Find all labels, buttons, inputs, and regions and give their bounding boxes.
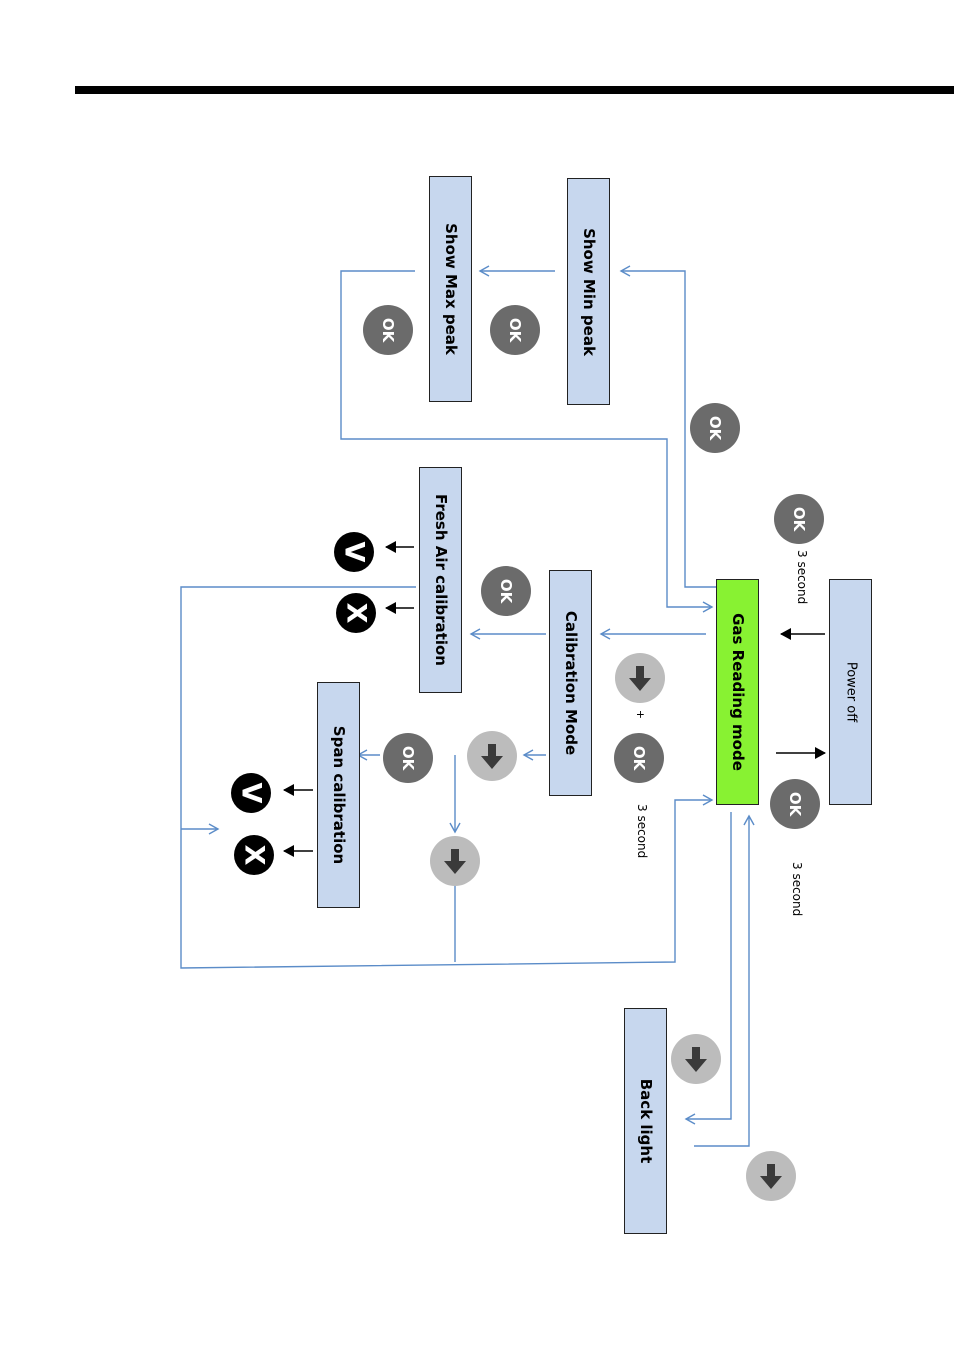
- node-label: Calibration Mode: [562, 611, 580, 755]
- note-hold-power-off: 3 second: [790, 862, 804, 916]
- node-back-light: Back light: [624, 1008, 667, 1234]
- down-arrow-icon: [467, 731, 517, 781]
- cross-x-icon: X: [234, 835, 274, 875]
- node-power-off: Power off: [829, 579, 872, 805]
- reject-symbol: X: [343, 603, 370, 624]
- ok-button-icon: OK: [774, 494, 824, 544]
- accept-symbol: V: [341, 542, 368, 563]
- check-v-icon: V: [231, 773, 271, 813]
- node-label: Gas Reading mode: [729, 613, 747, 771]
- node-label: Show Max peak: [442, 223, 460, 355]
- ok-button-icon: OK: [770, 779, 820, 829]
- node-gas-reading-mode: Gas Reading mode: [716, 579, 759, 805]
- ok-button-icon: OK: [363, 305, 413, 355]
- ok-label: OK: [379, 318, 397, 342]
- ok-label: OK: [706, 416, 724, 440]
- note-hold-power-on: 3 second: [795, 550, 809, 604]
- ok-label: OK: [506, 318, 524, 342]
- ok-label: OK: [786, 792, 804, 816]
- node-show-min-peak: Show Min peak: [567, 178, 610, 405]
- down-arrow-icon: [430, 836, 480, 886]
- node-label: Back light: [637, 1079, 655, 1164]
- ok-label: OK: [497, 579, 515, 603]
- down-arrow-icon: [615, 653, 665, 703]
- check-v-icon: V: [334, 532, 374, 572]
- node-show-max-peak: Show Max peak: [429, 176, 472, 402]
- ok-button-icon: OK: [383, 733, 433, 783]
- ok-label: OK: [790, 507, 808, 531]
- plus-sign: +: [634, 710, 647, 719]
- node-label: Span calibration: [330, 726, 348, 864]
- down-arrow-icon: [671, 1034, 721, 1084]
- node-fresh-air-calibration: Fresh Air calibration: [419, 467, 462, 693]
- cross-x-icon: X: [336, 593, 376, 633]
- connector-backlight-return: [694, 816, 749, 1146]
- node-label: Fresh Air calibration: [432, 494, 450, 666]
- ok-button-icon: OK: [481, 566, 531, 616]
- node-calibration-mode: Calibration Mode: [549, 570, 592, 796]
- ok-button-icon: OK: [690, 403, 740, 453]
- ok-button-icon: OK: [614, 733, 664, 783]
- note-hold-calibration: 3 second: [635, 804, 649, 858]
- ok-button-icon: OK: [490, 305, 540, 355]
- ok-label: OK: [630, 746, 648, 770]
- reject-symbol: X: [241, 845, 268, 866]
- node-span-calibration: Span calibration: [317, 682, 360, 908]
- ok-label: OK: [399, 746, 417, 770]
- down-arrow-icon: [746, 1151, 796, 1201]
- accept-symbol: V: [238, 783, 265, 804]
- node-label: Show Min peak: [580, 228, 598, 356]
- node-label: Power off: [843, 662, 858, 722]
